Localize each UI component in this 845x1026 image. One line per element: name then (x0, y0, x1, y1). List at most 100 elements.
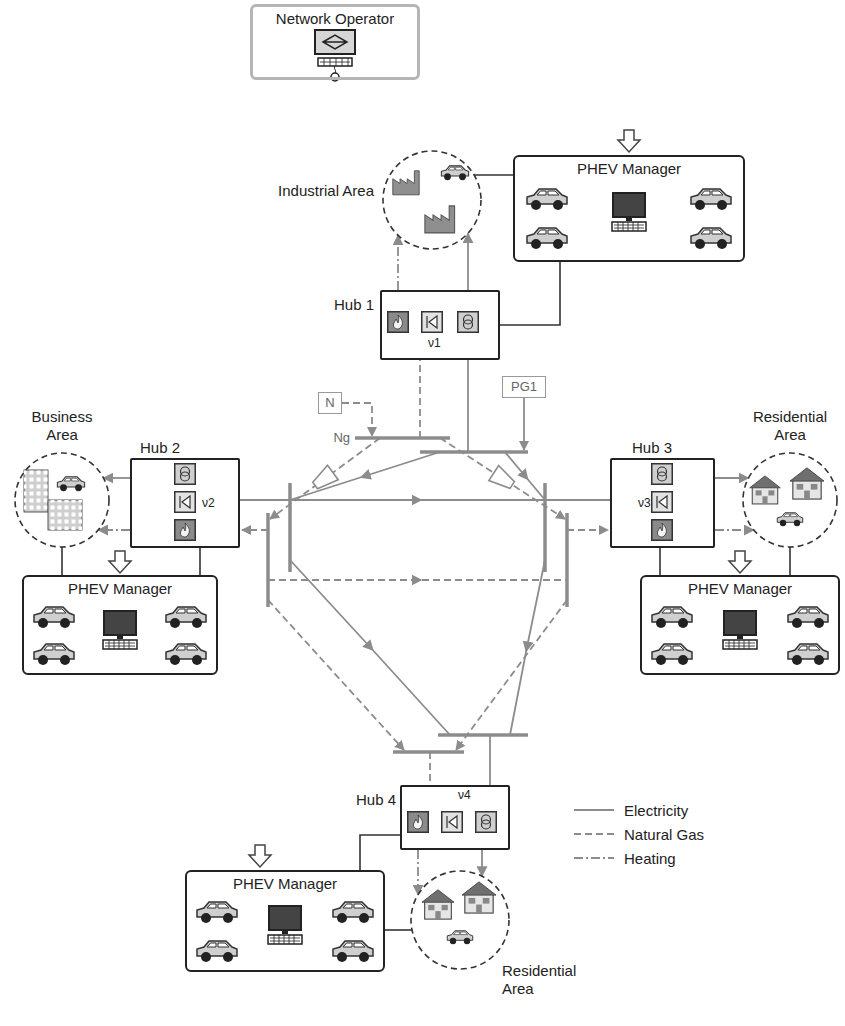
gas-network (270, 438, 380, 519)
hub-icons (175, 464, 196, 485)
phev-icons (197, 941, 237, 962)
compressor-symbol (310, 465, 517, 493)
phev-icons (268, 906, 302, 944)
operator-icon (323, 35, 347, 49)
phev-manager-box: PHEV Manager (640, 575, 840, 675)
hub-icons (175, 520, 196, 541)
phev-icons (103, 611, 137, 649)
source-box: N (318, 392, 342, 414)
energy-flow (481, 850, 483, 876)
area-icons (750, 476, 781, 504)
legend-sample (572, 852, 616, 864)
electricity-network (510, 560, 545, 735)
phev-icons (34, 644, 74, 665)
hub-icons (175, 492, 196, 513)
electricity-network (545, 499, 610, 501)
phev-icons (652, 644, 692, 665)
area-icons (24, 166, 824, 944)
gas-network (266, 513, 270, 607)
node-label: Hub 2 (140, 439, 180, 457)
control-link (659, 548, 661, 575)
gas-network (242, 360, 608, 785)
energy-flow (104, 477, 130, 479)
hollow-arrow (249, 845, 271, 867)
area-outline (411, 871, 509, 969)
phev-icons (333, 902, 373, 923)
electricity-network (240, 360, 610, 785)
phev-icons (527, 228, 567, 249)
node-label: Industrial Area (274, 182, 374, 200)
area-icons (393, 171, 419, 195)
phev-icons (166, 607, 206, 628)
hub-box: Hub 1ν1 (380, 290, 500, 360)
legend-sample (572, 828, 616, 840)
area-icons (777, 513, 802, 526)
node-label: Residential Area (502, 962, 592, 998)
gas-network (429, 752, 431, 785)
area-outline (14, 452, 110, 548)
legend-row: Heating (572, 846, 704, 870)
electricity-network (438, 733, 528, 737)
energy-flow (397, 235, 399, 290)
hub-icons (388, 312, 409, 333)
gas-network (565, 513, 569, 607)
phev-icons (527, 189, 567, 210)
valve-label: ν3 (638, 496, 651, 510)
hub-icons (175, 312, 673, 833)
area-circle: Residential Area (742, 452, 838, 548)
area-icons (57, 477, 84, 491)
node-label: PHEV Manager (187, 872, 383, 893)
hub-icons (652, 464, 673, 485)
node-label: PHEV Manager (515, 157, 743, 178)
valve-label: ν4 (458, 788, 471, 802)
hub-icons (652, 520, 673, 541)
node-label: Residential Area (745, 408, 835, 444)
legend-sample (574, 857, 614, 859)
gas-network (268, 600, 404, 750)
legend-row: Natural Gas (572, 822, 704, 846)
control-link (474, 174, 513, 176)
gas-network (456, 600, 567, 750)
compressor-symbol (489, 465, 517, 492)
control-link (199, 548, 201, 575)
gas-network (242, 529, 268, 531)
area-icons (425, 206, 455, 233)
area-icons (48, 500, 82, 530)
area-circle: Business Area (14, 452, 110, 548)
area-icons (441, 166, 468, 180)
hollow-arrow (109, 130, 751, 867)
operator-icon (318, 58, 352, 66)
legend-row: Electricity (572, 798, 704, 822)
operator-icon (315, 30, 355, 54)
phev-icons (691, 228, 731, 249)
area-icons (48, 500, 82, 530)
electricity-network (290, 560, 450, 735)
hub-icons (652, 492, 673, 513)
compressor-symbol (310, 465, 338, 493)
legend-sample (572, 804, 616, 816)
energy-flow (467, 233, 469, 290)
node-label: PG1 (503, 379, 545, 395)
node-label: PHEV Manager (24, 577, 216, 598)
area-outline (743, 453, 837, 547)
gas-network (419, 360, 421, 438)
hub-icons (408, 812, 429, 833)
area-icons (790, 468, 824, 499)
electricity-network (467, 360, 469, 452)
node-label: Hub 1 (310, 296, 374, 314)
phev-icons (197, 902, 237, 923)
phev-icons (34, 607, 74, 628)
hub-box: Hub 4ν4 (400, 785, 510, 850)
phev-icons (333, 941, 373, 962)
source-box: PG1 (502, 376, 546, 398)
energy-flow (417, 850, 419, 895)
hollow-arrow (618, 130, 640, 152)
area-icons (24, 470, 48, 512)
node-label: Hub 4 (334, 791, 396, 809)
electricity-network (288, 483, 292, 572)
phev-icons (612, 193, 646, 231)
hub-icons (458, 312, 479, 333)
phev-icons (723, 611, 757, 649)
gas-network (268, 579, 567, 581)
area-icons (422, 890, 454, 919)
